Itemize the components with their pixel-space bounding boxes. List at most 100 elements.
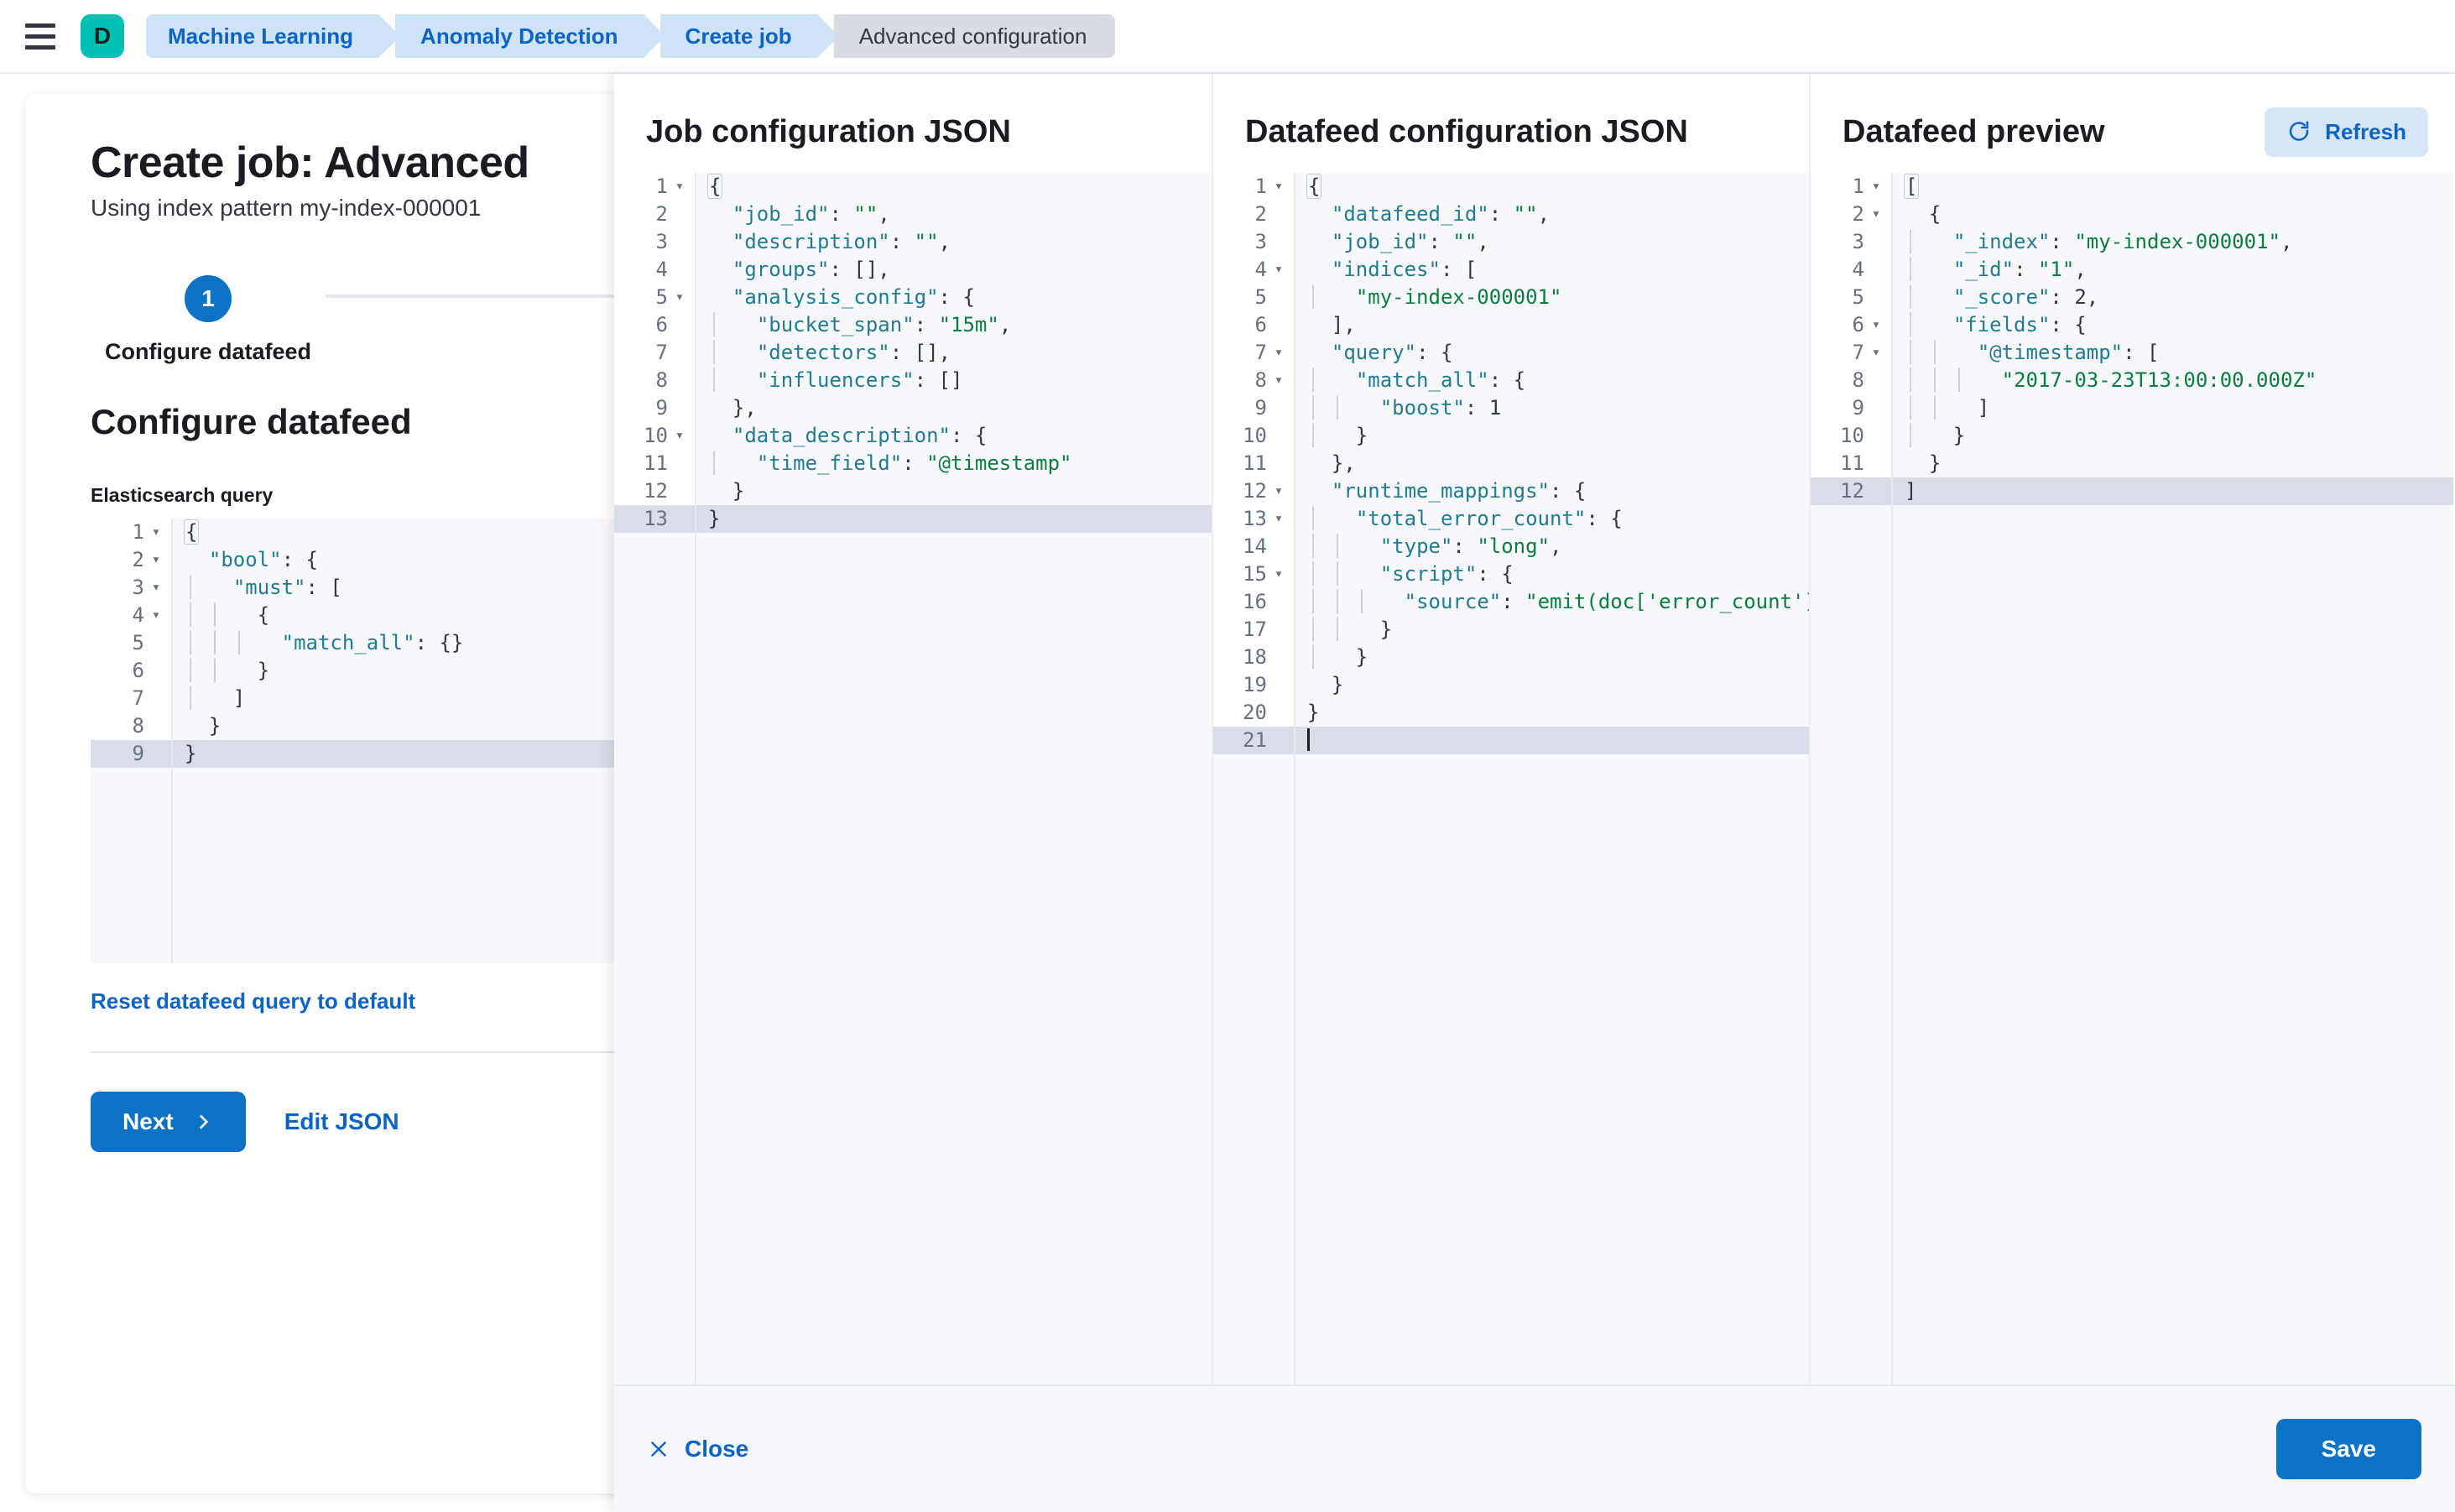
- editor-gutter[interactable]: 8: [91, 712, 171, 740]
- editor-gutter[interactable]: 17: [1213, 616, 1294, 644]
- step-configure-datafeed[interactable]: 1 Configure datafeed: [91, 275, 326, 365]
- editor-gutter[interactable]: 10: [1811, 422, 1891, 450]
- editor-line: 10 │ }: [1811, 422, 2453, 450]
- wizard-actions: Next Edit JSON: [91, 1092, 2359, 1152]
- pane-title-job-config: Job configuration JSON: [646, 113, 1011, 149]
- editor-gutter[interactable]: 10: [1213, 422, 1294, 450]
- editor-gutter[interactable]: 8: [614, 367, 695, 394]
- editor-gutter[interactable]: 4: [614, 256, 695, 284]
- breadcrumb-item-create-job[interactable]: Create job: [659, 14, 839, 58]
- editor-gutter[interactable]: 9: [1811, 394, 1891, 422]
- editor-gutter[interactable]: 5: [1811, 284, 1891, 311]
- editor-code: │ }: [1905, 424, 1966, 447]
- breadcrumb-item-machine-learning[interactable]: Machine Learning: [146, 14, 401, 58]
- pane-header: Datafeed preview Refresh: [1811, 102, 2453, 161]
- datafeed-configuration-json-editor[interactable]: 1▾{2 "datafeed_id": "",3 "job_id": "",4▾…: [1213, 173, 1809, 1384]
- editor-gutter[interactable]: 8▾: [1213, 367, 1294, 394]
- editor-line: 1▾[: [1811, 173, 2453, 201]
- close-button[interactable]: Close: [648, 1436, 748, 1462]
- page-subtitle: Using index pattern my-index-000001: [91, 195, 482, 221]
- editor-code: "indices": [: [1331, 258, 1478, 281]
- editor-gutter[interactable]: 7▾: [1811, 339, 1891, 367]
- editor-gutter[interactable]: 5: [1213, 284, 1294, 311]
- editor-gutter[interactable]: 4▾: [91, 602, 171, 629]
- editor-line: 13}: [614, 505, 1212, 533]
- pane-title-datafeed-preview: Datafeed preview: [1843, 113, 2105, 149]
- editor-gutter[interactable]: 18: [1213, 644, 1294, 671]
- editor-line: 7 │ ]: [91, 685, 2359, 712]
- editor-gutter[interactable]: 7: [614, 339, 695, 367]
- breadcrumb-item-anomaly-detection[interactable]: Anomaly Detection: [395, 14, 665, 58]
- editor-gutter[interactable]: 16: [1213, 588, 1294, 616]
- editor-gutter[interactable]: 1▾: [91, 519, 171, 546]
- editor-code: "analysis_config": {: [732, 285, 975, 309]
- editor-line: 12 }: [614, 477, 1212, 505]
- space-avatar[interactable]: D: [81, 14, 124, 58]
- editor-gutter[interactable]: 8: [1811, 367, 1891, 394]
- editor-gutter[interactable]: 5▾: [614, 284, 695, 311]
- editor-gutter[interactable]: 1▾: [1213, 173, 1294, 201]
- save-button[interactable]: Save: [2275, 1419, 2421, 1479]
- editor-code: │ │ ]: [1905, 396, 1990, 420]
- hamburger-menu-icon[interactable]: [25, 22, 59, 50]
- editor-gutter[interactable]: 14: [1213, 533, 1294, 560]
- editor-code: "bool": {: [208, 548, 318, 571]
- editor-gutter[interactable]: 9: [1213, 394, 1294, 422]
- editor-gutter[interactable]: 1▾: [614, 173, 695, 201]
- editor-line: 19 }: [1213, 671, 1809, 699]
- next-button-label: Next: [122, 1108, 174, 1134]
- editor-gutter[interactable]: 9: [614, 394, 695, 422]
- datafeed-preview-editor[interactable]: 1▾[2▾ {3│ "_index": "my-index-000001",4│…: [1811, 173, 2453, 1384]
- edit-json-button[interactable]: Edit JSON: [284, 1108, 399, 1134]
- editor-gutter[interactable]: 12: [1811, 477, 1891, 505]
- editor-gutter[interactable]: 6: [614, 311, 695, 339]
- editor-gutter[interactable]: 3: [1213, 228, 1294, 256]
- editor-gutter[interactable]: 6: [91, 657, 171, 685]
- editor-gutter[interactable]: 10▾: [614, 422, 695, 450]
- breadcrumb-item-advanced-configuration[interactable]: Advanced configuration: [833, 14, 1116, 58]
- editor-gutter[interactable]: 12: [614, 477, 695, 505]
- job-configuration-json-editor[interactable]: 1▾{2 "job_id": "",3 "description": "",4 …: [614, 173, 1212, 1384]
- editor-gutter[interactable]: 13▾: [1213, 505, 1294, 533]
- editor-line: 5│ "_score": 2,: [1811, 284, 2453, 311]
- editor-line: 12▾ "runtime_mappings": {: [1213, 477, 1809, 505]
- editor-gutter[interactable]: 21: [1213, 727, 1294, 754]
- editor-gutter[interactable]: 12▾: [1213, 477, 1294, 505]
- editor-gutter[interactable]: 7▾: [1213, 339, 1294, 367]
- editor-line: 9 │ │ ]: [1811, 394, 2453, 422]
- editor-gutter[interactable]: 19: [1213, 671, 1294, 699]
- editor-line: 16│ │ │ "source": "emit(doc['error_count…: [1213, 588, 1809, 616]
- editor-gutter[interactable]: 20: [1213, 699, 1294, 727]
- editor-gutter[interactable]: 2▾: [91, 546, 171, 574]
- editor-gutter[interactable]: 3▾: [91, 574, 171, 602]
- editor-gutter[interactable]: 3: [1811, 228, 1891, 256]
- editor-gutter[interactable]: 7: [91, 685, 171, 712]
- editor-gutter[interactable]: 4: [1811, 256, 1891, 284]
- editor-code: │ │ │ "match_all": {}: [185, 631, 464, 654]
- refresh-button[interactable]: Refresh: [2265, 107, 2428, 157]
- editor-gutter[interactable]: 2: [1213, 201, 1294, 228]
- editor-gutter[interactable]: 13: [614, 505, 695, 533]
- pane-title-datafeed-config: Datafeed configuration JSON: [1245, 113, 1688, 149]
- next-button[interactable]: Next: [91, 1092, 246, 1152]
- editor-gutter[interactable]: 6▾: [1811, 311, 1891, 339]
- editor-gutter[interactable]: 4▾: [1213, 256, 1294, 284]
- editor-gutter[interactable]: 2: [614, 201, 695, 228]
- editor-gutter[interactable]: 6: [1213, 311, 1294, 339]
- reset-datafeed-query-link[interactable]: Reset datafeed query to default: [91, 988, 416, 1014]
- editor-gutter[interactable]: 1▾: [1811, 173, 1891, 201]
- editor-code: │ "detectors": [],: [708, 341, 951, 364]
- editor-gutter[interactable]: 15▾: [1213, 560, 1294, 588]
- editor-gutter[interactable]: 11: [1213, 450, 1294, 477]
- editor-code: │ "bucket_span": "15m",: [708, 313, 1012, 336]
- editor-gutter[interactable]: 5: [91, 629, 171, 657]
- editor-code: │ ]: [185, 686, 246, 710]
- top-navigation-bar: D Machine Learning Anomaly Detection Cre…: [0, 0, 2455, 74]
- editor-gutter[interactable]: 3: [614, 228, 695, 256]
- editor-gutter[interactable]: 9: [91, 740, 171, 768]
- editor-gutter[interactable]: 11: [1811, 450, 1891, 477]
- editor-gutter[interactable]: 11: [614, 450, 695, 477]
- editor-gutter[interactable]: 2▾: [1811, 201, 1891, 228]
- editor-line: 13▾│ "total_error_count": {: [1213, 505, 1809, 533]
- page-title: Create job: Advanced: [91, 138, 529, 187]
